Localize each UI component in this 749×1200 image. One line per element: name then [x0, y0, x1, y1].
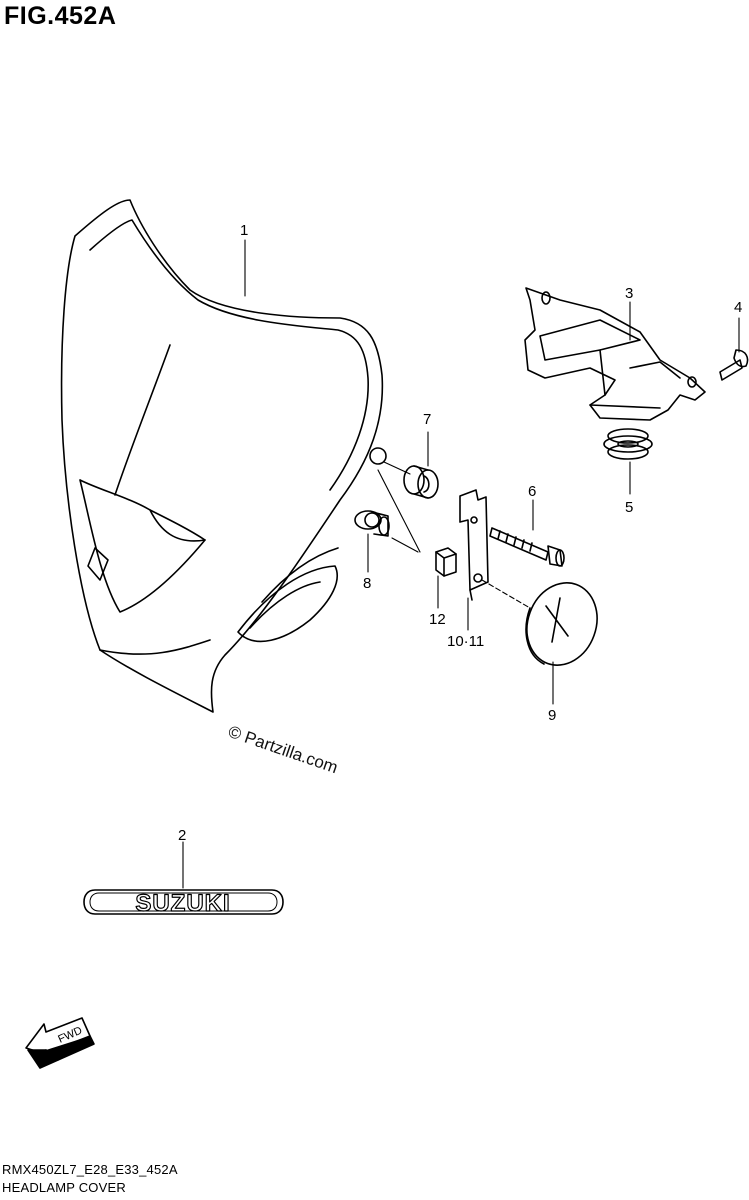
callout-3: 3: [625, 285, 634, 302]
callout-1: 1: [240, 222, 249, 239]
callout-10-11: 10·11: [447, 633, 485, 650]
grommet-part-7[interactable]: [403, 465, 439, 499]
headlamp-cover-part[interactable]: [60, 199, 387, 713]
screw-part-4[interactable]: [719, 349, 749, 381]
collar-part-8[interactable]: [354, 510, 390, 537]
callout-12: 12: [429, 611, 446, 628]
callout-6: 6: [528, 483, 537, 500]
headlamp-stay-part-3[interactable]: [524, 287, 706, 421]
damper-part-5[interactable]: [603, 428, 653, 460]
callout-2: 2: [178, 827, 187, 844]
bracket-part-10-11[interactable]: [459, 489, 489, 601]
footer-name: HEADLAMP COVER: [2, 1180, 126, 1195]
callout-4: 4: [734, 299, 743, 316]
emblem-text: SUZUKI: [135, 890, 230, 917]
cap-part-9[interactable]: [516, 573, 609, 675]
emblem-part-2[interactable]: SUZUKI: [83, 889, 284, 918]
callout-9: 9: [548, 707, 557, 724]
bolt-part-6[interactable]: [489, 527, 565, 567]
callout-8: 8: [363, 575, 372, 592]
fwd-arrow-icon: FWD: [25, 1017, 95, 1069]
figure-title: FIG.452A: [4, 2, 117, 30]
leader-lines: [182, 239, 740, 889]
callout-5: 5: [625, 499, 634, 516]
callout-7: 7: [423, 411, 432, 428]
nut-part-12[interactable]: [435, 547, 457, 577]
footer-code: RMX450ZL7_E28_E33_452A: [2, 1162, 178, 1177]
